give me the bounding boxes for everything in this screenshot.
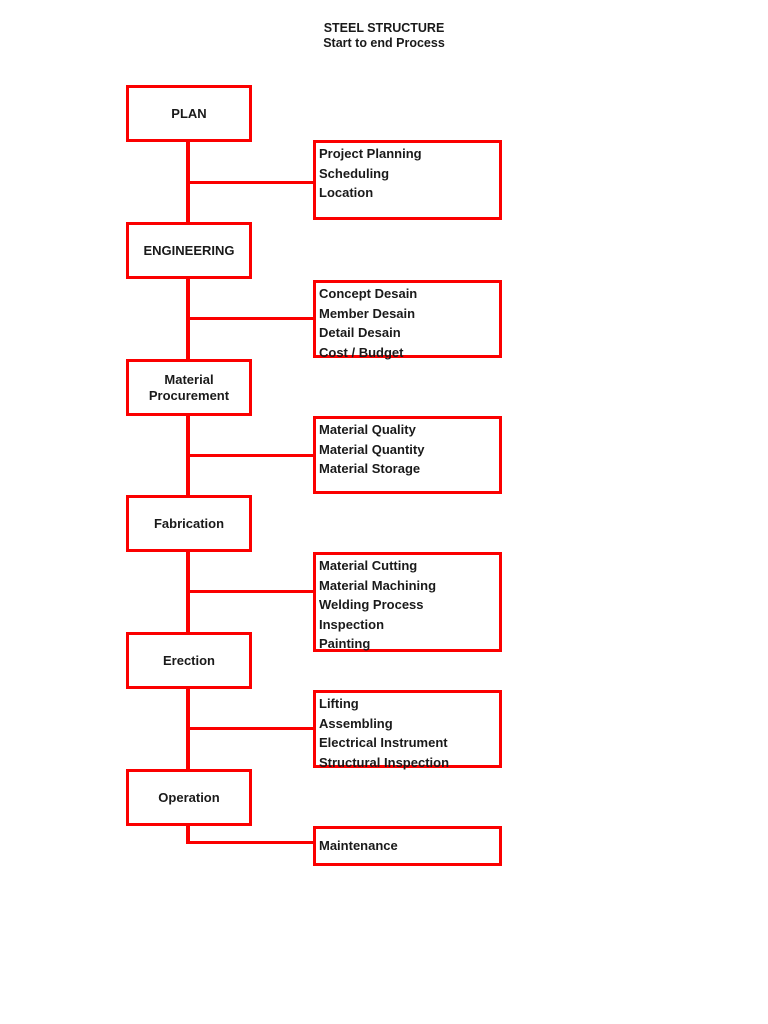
detail-line: Inspection bbox=[319, 616, 385, 632]
stage-box-fabrication: Fabrication bbox=[126, 495, 252, 552]
detail-line: Project Planning bbox=[319, 146, 422, 161]
detail-line: Scheduling bbox=[319, 165, 390, 181]
detail-line: Detail Desain bbox=[319, 325, 401, 340]
detail-line: Cost / Budget bbox=[319, 344, 404, 360]
chart-title-line1: STEEL STRUCTURE bbox=[323, 21, 445, 35]
detail-line: Location bbox=[319, 185, 374, 200]
stage-label: Fabrication bbox=[153, 515, 225, 531]
stage-label: Erection bbox=[162, 652, 215, 668]
stage-box-material-procurement: Material Procurement bbox=[126, 359, 252, 416]
detail-line: Structural Inspection bbox=[319, 754, 450, 770]
detail-line: Painting bbox=[319, 636, 371, 651]
detail-line: Maintenance bbox=[319, 838, 398, 854]
connector-branch-plan bbox=[186, 181, 313, 184]
connector-branch-engineering bbox=[186, 317, 313, 320]
detail-box-operation: Maintenance bbox=[313, 826, 502, 866]
detail-box-engineering: Concept Desain Member Desain Detail Desa… bbox=[313, 280, 502, 360]
connector-branch-fabrication bbox=[186, 590, 313, 593]
detail-line: Lifting bbox=[319, 696, 359, 711]
stage-label: ENGINEERING bbox=[143, 242, 235, 258]
chart-title: STEEL STRUCTURE Start to end Process bbox=[0, 21, 768, 50]
detail-line: Material Machining bbox=[319, 577, 437, 593]
detail-line: Material Storage bbox=[319, 461, 421, 476]
detail-line: Material Cutting bbox=[319, 558, 418, 573]
detail-box-fabrication: Material Cutting Material Machining Weld… bbox=[313, 552, 502, 652]
stage-label: Operation bbox=[158, 789, 220, 805]
detail-line: Welding Process bbox=[319, 597, 424, 612]
detail-line: Concept Desain bbox=[319, 286, 418, 301]
connector-vertical-operation-maintenance bbox=[186, 826, 190, 844]
stage-label: PLAN bbox=[171, 105, 207, 121]
detail-line: Assembling bbox=[319, 715, 393, 731]
detail-line: Electrical Instrument bbox=[319, 735, 448, 750]
detail-box-erection: Lifting Assembling Electrical Instrument… bbox=[313, 690, 502, 770]
connector-branch-operation bbox=[186, 841, 313, 844]
stage-box-operation: Operation bbox=[126, 769, 252, 826]
chart-title-line2: Start to end Process bbox=[323, 35, 445, 50]
stage-box-engineering: ENGINEERING bbox=[126, 222, 252, 279]
stage-box-plan: PLAN bbox=[126, 85, 252, 142]
detail-box-procurement: Material Quality Material Quantity Mater… bbox=[313, 416, 502, 494]
connector-branch-erection bbox=[186, 727, 313, 730]
stage-label: Material Procurement bbox=[148, 371, 230, 403]
detail-line: Material Quantity bbox=[319, 441, 425, 457]
stage-box-erection: Erection bbox=[126, 632, 252, 689]
detail-line: Member Desain bbox=[319, 305, 416, 321]
detail-line: Material Quality bbox=[319, 422, 416, 437]
detail-box-plan: Project Planning Scheduling Location bbox=[313, 140, 502, 220]
connector-branch-procurement bbox=[186, 454, 313, 457]
